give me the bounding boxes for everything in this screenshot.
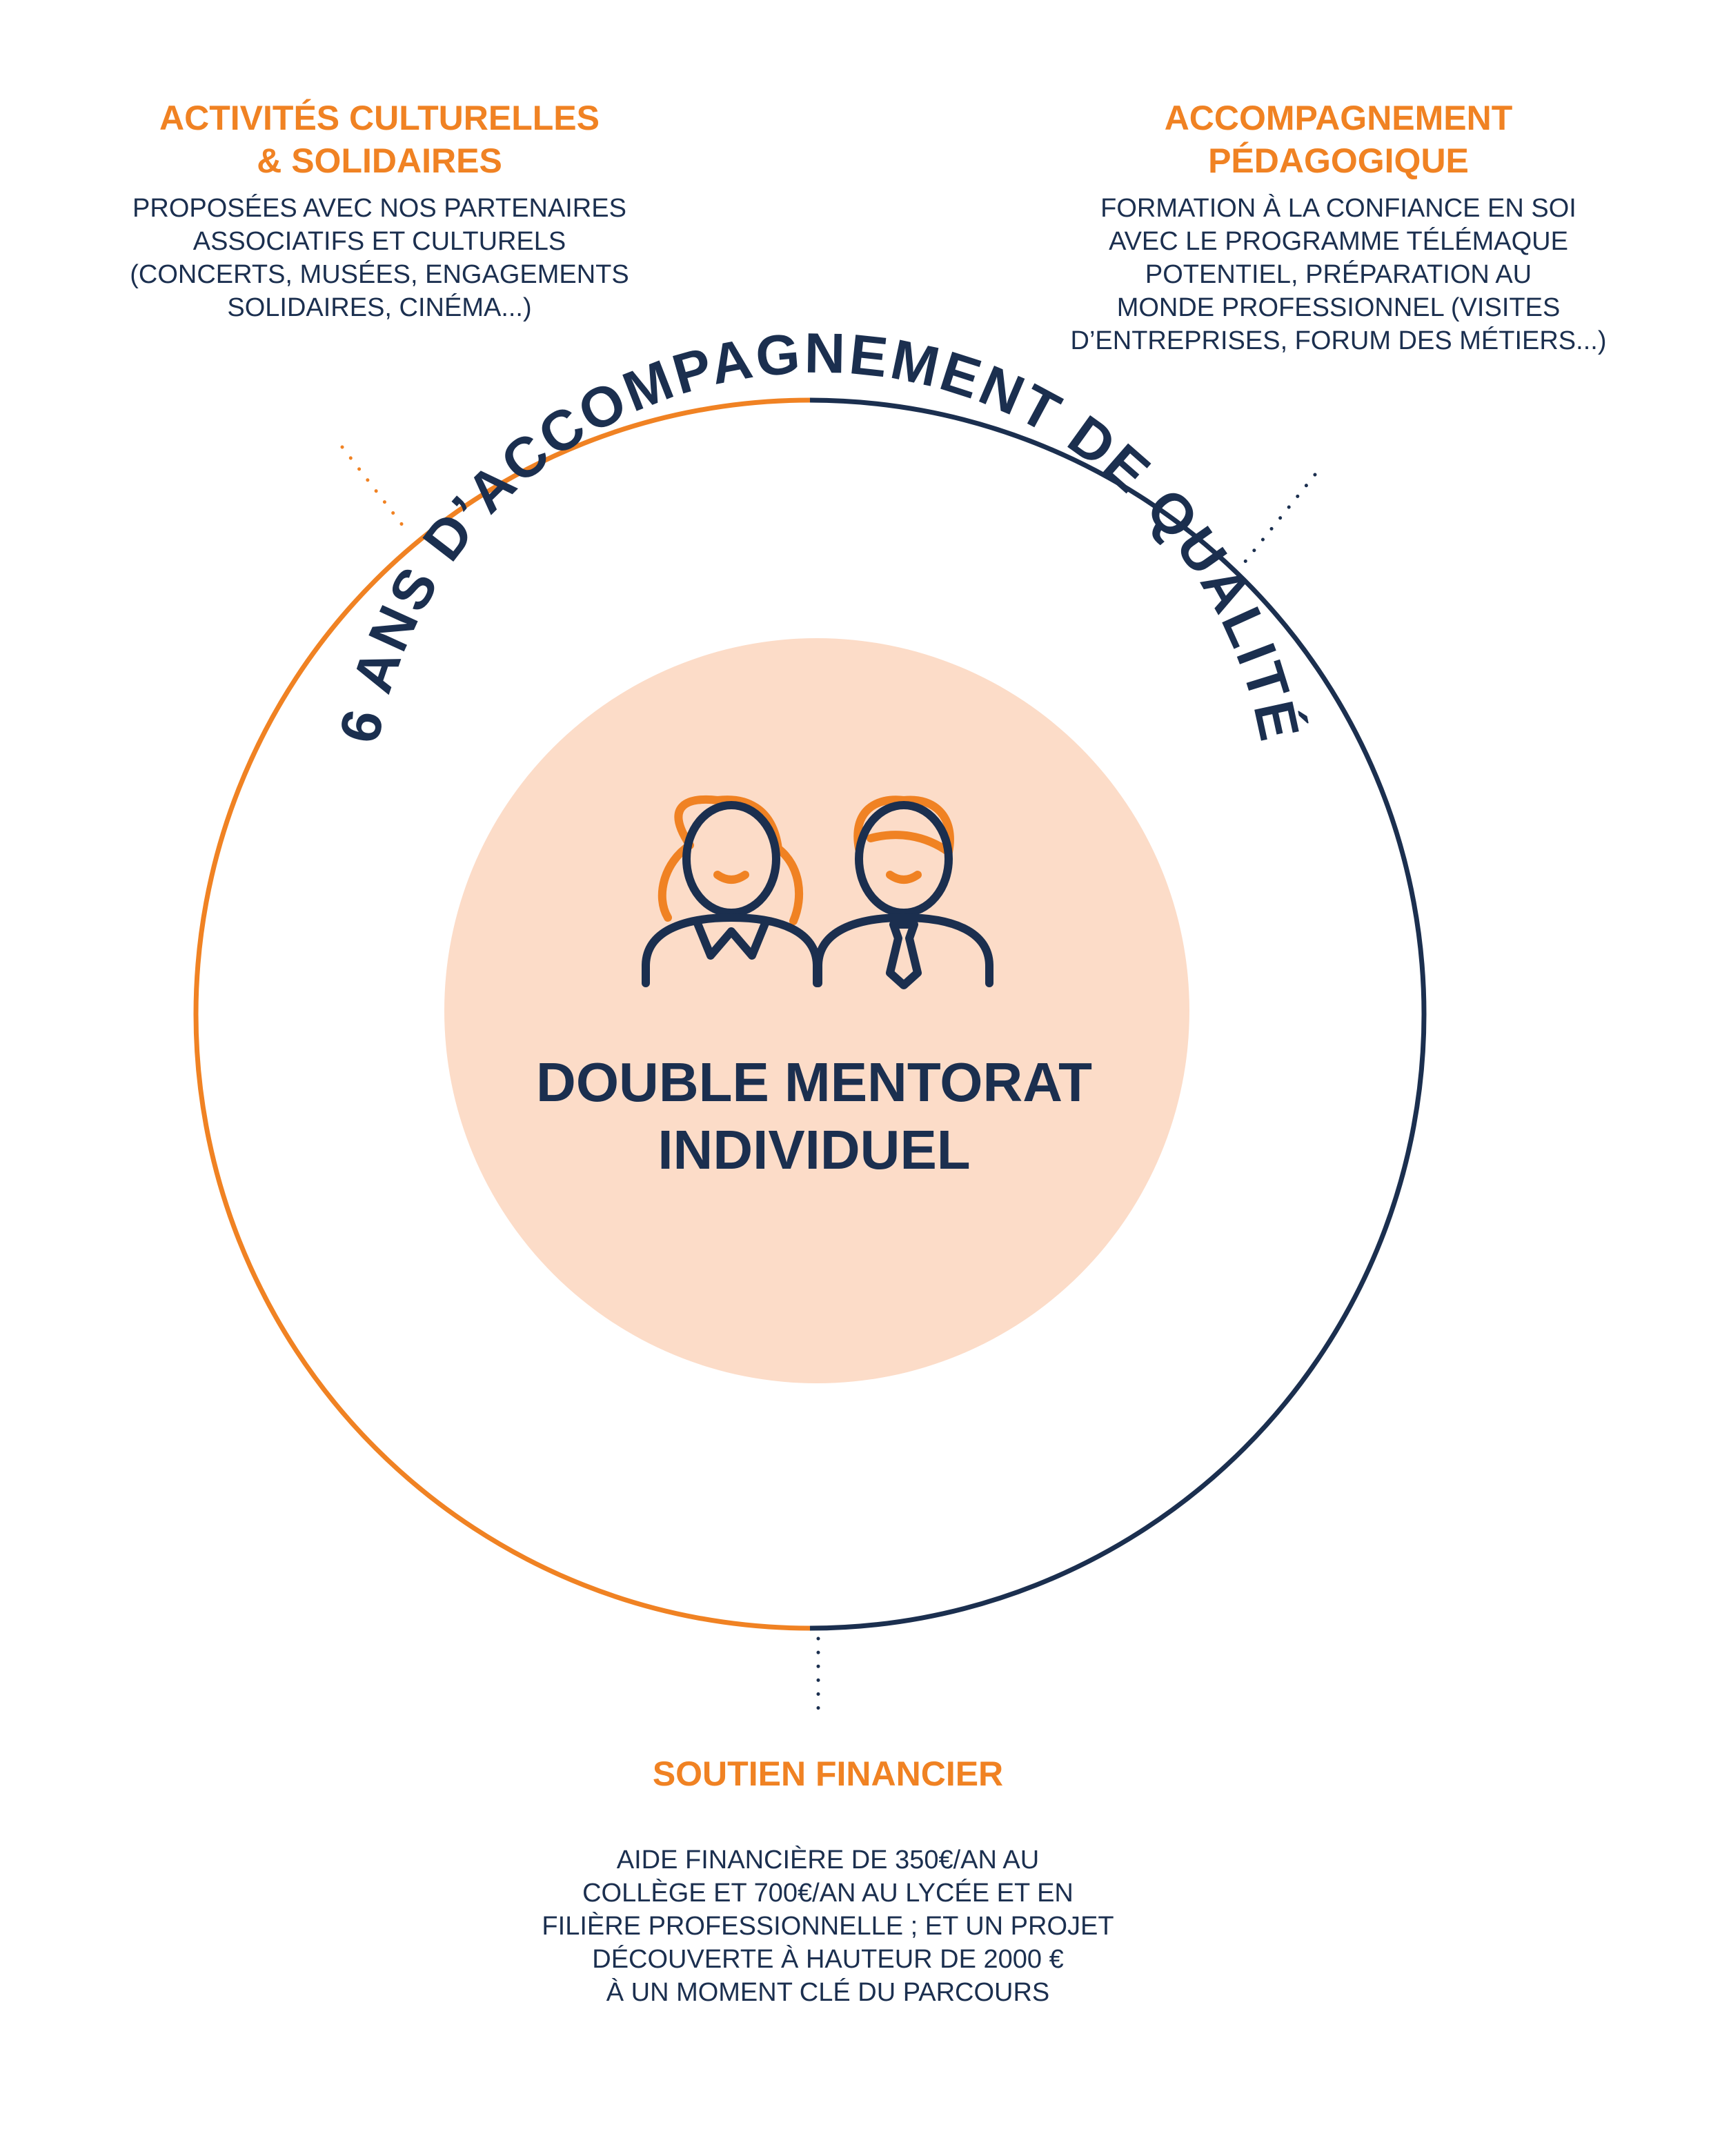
block-right-body: FORMATION À LA CONFIANCE EN SOI AVEC LE …	[1070, 194, 1607, 355]
outer-ring-right-arc	[809, 397, 1427, 1631]
block-cultural-activities: ACTIVITÉS CULTURELLES & SOLIDAIRES PROPO…	[103, 97, 655, 324]
block-bottom-title: SOUTIEN FINANCIER	[652, 1754, 1004, 1793]
block-left-body: PROPOSÉES AVEC NOS PARTENAIRES ASSOCIATI…	[130, 194, 629, 322]
block-pedagogical-support: ACCOMPAGNEMENT PÉDAGOGIQUE FORMATION À L…	[1007, 97, 1670, 357]
block-financial-support: SOUTIEN FINANCIER AIDE FINANCIÈRE DE 350…	[483, 1752, 1173, 2009]
outer-ring-left-arc	[193, 397, 811, 1631]
block-bottom-body: AIDE FINANCIÈRE DE 350€/AN AU COLLÈGE ET…	[542, 1846, 1114, 2007]
mentors-icon	[642, 795, 993, 989]
block-left-title: ACTIVITÉS CULTURELLES & SOLIDAIRES	[159, 99, 600, 180]
center-disc	[444, 638, 1189, 1383]
block-right-title: ACCOMPAGNEMENT PÉDAGOGIQUE	[1164, 99, 1513, 180]
center-label: DOUBLE MENTORAT INDIVIDUEL	[536, 1051, 1092, 1180]
connector-right	[1243, 473, 1317, 564]
connector-left	[340, 445, 412, 537]
